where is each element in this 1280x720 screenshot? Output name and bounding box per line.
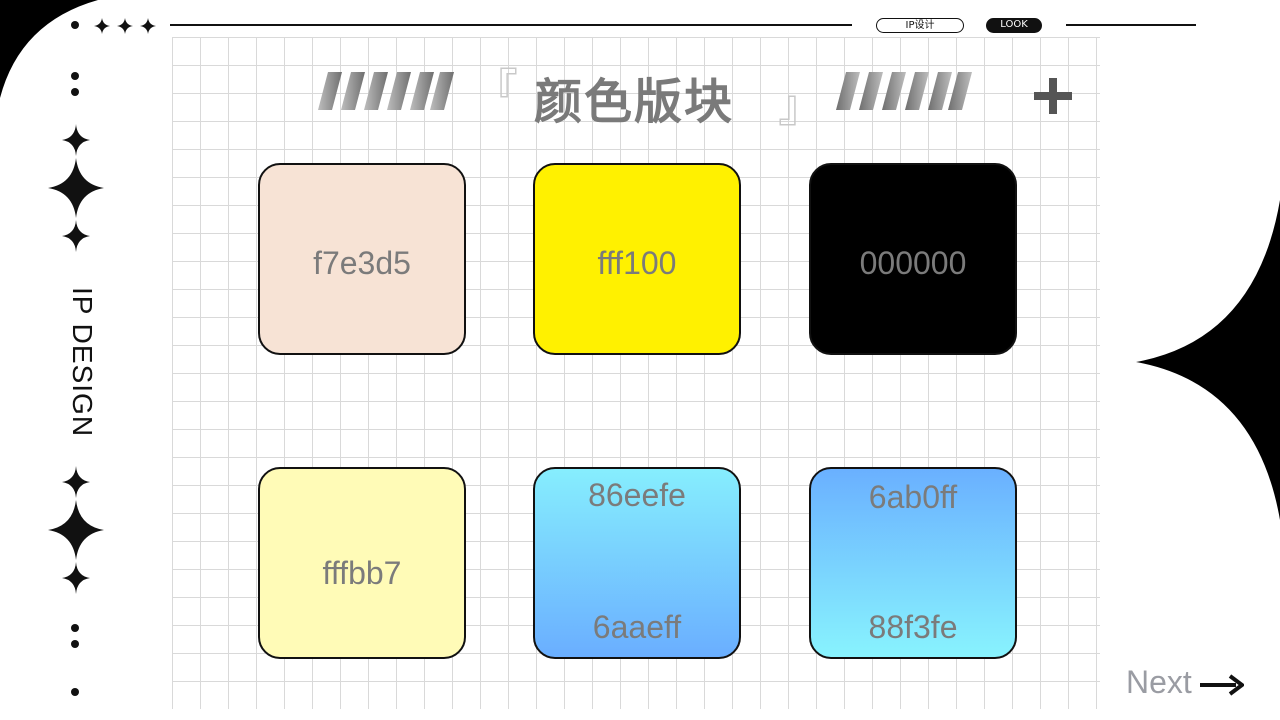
swatch-code-label: f7e3d5 xyxy=(313,245,411,281)
side-dot xyxy=(71,88,79,96)
ip-design-vertical-label: IP DESIGN xyxy=(67,286,98,438)
side-dot xyxy=(71,72,79,80)
side-dot xyxy=(71,688,79,696)
side-dot xyxy=(71,624,79,632)
swatch-code-label-top: 86eefe xyxy=(588,477,686,513)
title-bracket-open: 『 xyxy=(474,65,518,116)
swatch-code-label-bottom: 88f3fe xyxy=(868,609,958,645)
next-label: Next xyxy=(1126,664,1192,700)
color-swatch: fffbb7 xyxy=(258,467,466,659)
color-swatch: fff100 xyxy=(533,163,741,355)
stripe-decoration-right xyxy=(836,72,972,110)
arrow-right-icon[interactable] xyxy=(1200,674,1244,696)
plus-icon xyxy=(1034,78,1072,114)
color-swatch: 000000 xyxy=(809,163,1017,355)
swatch-code-label: 000000 xyxy=(859,245,967,281)
swatch-code-label: fff100 xyxy=(597,245,677,281)
swatch-code-label: fffbb7 xyxy=(322,555,402,591)
sparkle-icon xyxy=(48,124,104,252)
top-rule-left xyxy=(170,24,852,26)
next-link[interactable]: Next xyxy=(1126,664,1192,701)
page-title: 颜色版块 xyxy=(534,74,735,130)
title-bracket-close: 』 xyxy=(778,81,822,132)
side-shape-right xyxy=(1136,200,1280,520)
swatch-code-label-top: 6ab0ff xyxy=(868,479,958,515)
stripe-decoration-left xyxy=(318,72,454,110)
swatch-code-label-bottom: 6aaeff xyxy=(592,609,682,645)
top-rule-right xyxy=(1066,24,1196,26)
corner-shape-top-left xyxy=(0,0,98,98)
gradient-swatch: 6ab0ff 88f3fe xyxy=(809,467,1017,659)
top-left-dot xyxy=(71,21,79,29)
gradient-swatch: 86eefe 6aaeff xyxy=(533,467,741,659)
side-dot xyxy=(71,640,79,648)
look-pill[interactable]: LOOK xyxy=(986,18,1042,33)
ip-design-pill[interactable]: IP设计 xyxy=(876,18,964,33)
color-swatch: f7e3d5 xyxy=(258,163,466,355)
sparkle-icon xyxy=(94,18,156,34)
sparkle-icon xyxy=(48,466,104,594)
